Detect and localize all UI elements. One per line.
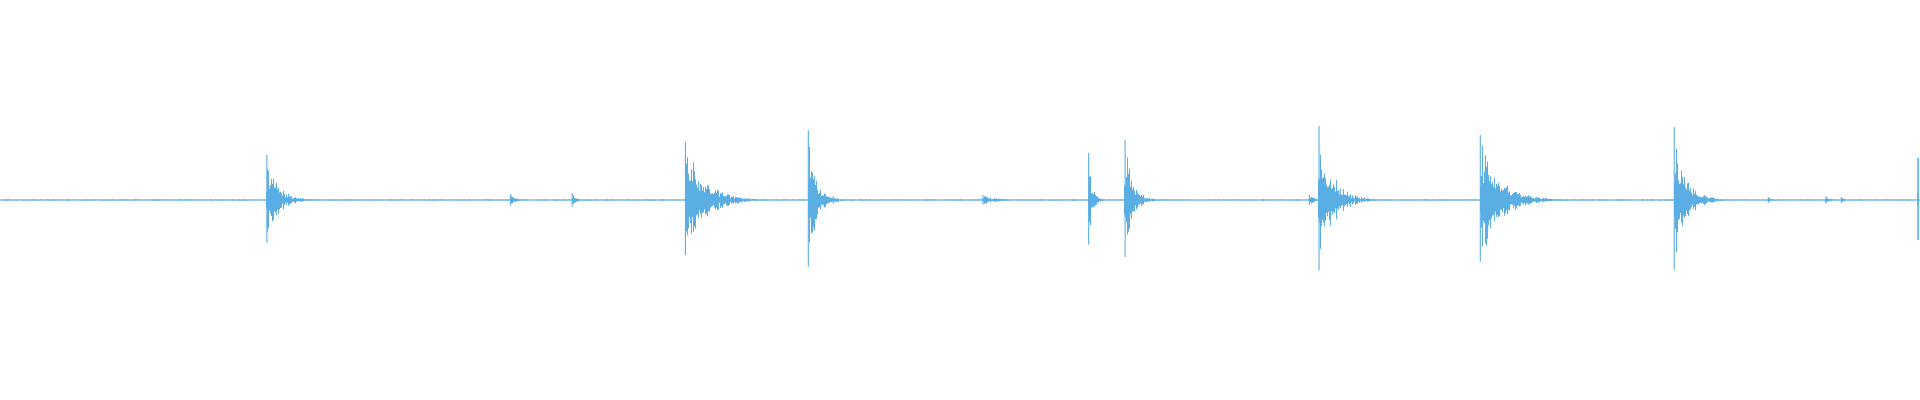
waveform-signal (0, 145, 1918, 252)
